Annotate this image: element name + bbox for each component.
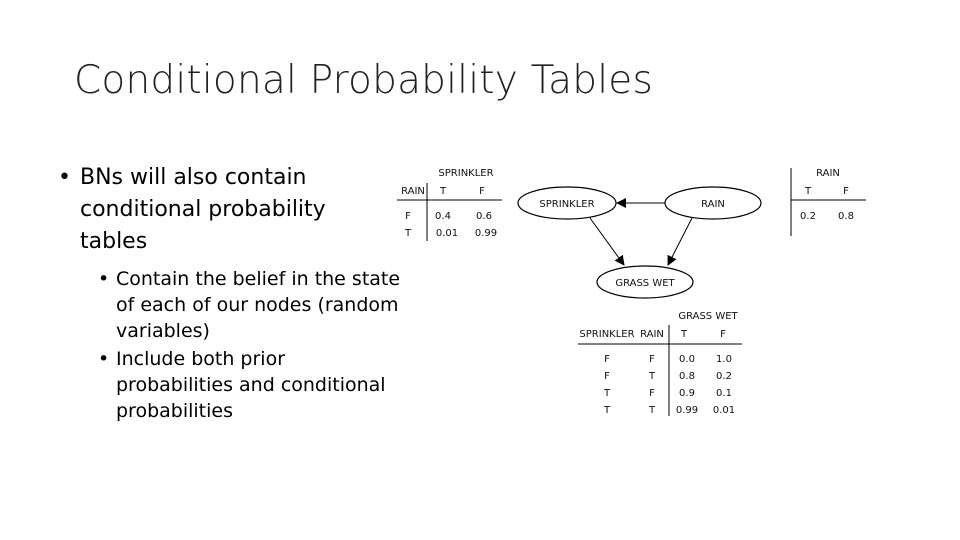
rain-cpt-col-t: T [804, 186, 812, 197]
sprinkler-cpt-col-t: T [439, 186, 447, 197]
sprinkler-cpt: SPRINKLER RAIN T F F 0.4 0.6 T 0.01 0.99 [397, 168, 502, 241]
grass-cpt-cell: F [649, 388, 655, 399]
sprinkler-cpt-cell: 0.4 [435, 211, 451, 222]
sprinkler-cpt-parent: RAIN [401, 186, 425, 197]
node-grass-wet: GRASS WET [596, 265, 694, 299]
bullet-glyph: • [98, 268, 110, 290]
grass-cpt-parent: RAIN [640, 329, 664, 340]
grass-cpt-cell: F [649, 354, 655, 365]
grass-cpt-cell: F [604, 354, 610, 365]
bullet-list: • BNs will also contain conditional prob… [58, 162, 418, 424]
edge-sprinkler-grass [589, 217, 625, 266]
edge-rain-grass [667, 217, 693, 266]
node-sprinkler-label: SPRINKLER [539, 199, 594, 210]
bullet-item: • BNs will also contain conditional prob… [58, 162, 418, 258]
bullet-glyph: • [58, 165, 71, 190]
grass-cpt-col-f: F [720, 329, 726, 340]
grass-cpt-cell: 0.01 [713, 405, 735, 416]
sprinkler-cpt-cell: 0.99 [475, 228, 497, 239]
sprinkler-cpt-header: SPRINKLER [438, 168, 493, 179]
grass-cpt-col-t: T [680, 329, 688, 340]
grass-cpt-cell: 0.9 [679, 388, 695, 399]
grass-cpt-header: GRASS WET [678, 311, 738, 322]
grass-cpt-cell: 0.1 [716, 388, 732, 399]
grass-cpt-cell: T [603, 405, 611, 416]
node-rain: RAIN [664, 186, 762, 220]
grass-cpt-cell: 0.99 [676, 405, 698, 416]
grass-cpt-cell: 1.0 [716, 354, 732, 365]
sub-bullet-item: • Include both prior probabilities and c… [98, 346, 418, 424]
grass-cpt-cell: T [648, 371, 656, 382]
grass-cpt-cell: T [603, 388, 611, 399]
sprinkler-cpt-cell: 0.6 [476, 211, 492, 222]
sprinkler-cpt-cell: 0.01 [436, 228, 458, 239]
node-sprinkler: SPRINKLER [517, 186, 617, 220]
sub-bullet-text: Contain the belief in the state of each … [116, 268, 401, 342]
rain-cpt-col-f: F [843, 186, 849, 197]
rain-cpt-header: RAIN [816, 168, 840, 179]
grass-cpt-cell: F [604, 371, 610, 382]
sprinkler-cpt-cell: T [404, 228, 412, 239]
sub-bullet-text: Include both prior probabilities and con… [116, 348, 386, 422]
grass-cpt-cell: 0.2 [716, 371, 732, 382]
bullet-text: BNs will also contain conditional probab… [80, 165, 326, 254]
node-grass-label: GRASS WET [615, 278, 675, 289]
bullet-glyph: • [98, 348, 110, 370]
grass-cpt-parent: SPRINKLER [579, 329, 634, 340]
grass-cpt-cell: 0.0 [679, 354, 695, 365]
sub-bullet-item: • Contain the belief in the state of eac… [98, 266, 418, 344]
sprinkler-cpt-cell: F [405, 211, 411, 222]
rain-cpt-cell: 0.8 [838, 211, 854, 222]
grass-cpt-cell: T [648, 405, 656, 416]
rain-cpt: RAIN T F 0.2 0.8 [790, 168, 866, 236]
rain-cpt-cell: 0.2 [800, 211, 816, 222]
node-rain-label: RAIN [701, 199, 725, 210]
grass-cpt-cell: 0.8 [679, 371, 695, 382]
sprinkler-cpt-col-f: F [479, 186, 485, 197]
slide-title: Conditional Probability Tables [74, 58, 653, 103]
